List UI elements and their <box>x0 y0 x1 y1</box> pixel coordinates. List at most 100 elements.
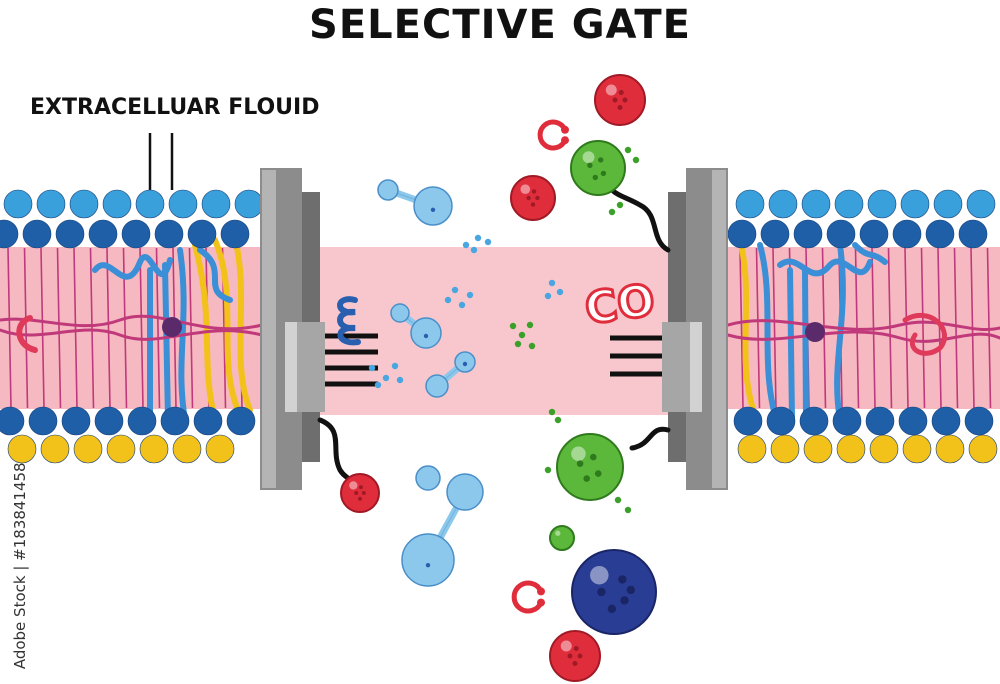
lipid-head-icon <box>28 406 58 436</box>
lipid-head-icon <box>768 189 798 219</box>
lipid-head-icon <box>220 219 250 249</box>
lipid-head-icon <box>226 406 256 436</box>
lipid-tail <box>920 247 926 409</box>
ion-icon <box>544 292 552 300</box>
molecule-icon <box>594 74 646 126</box>
lipid-head-icon <box>865 406 895 436</box>
lipid-head-icon <box>859 219 889 249</box>
lipid-tail <box>755 247 761 409</box>
ion-icon <box>624 506 632 514</box>
ion-icon <box>458 301 466 309</box>
lipid-heads-outer-left <box>3 189 264 219</box>
lipid-tail <box>106 247 111 409</box>
molecule-layer <box>340 74 657 682</box>
lipid-head-icon <box>102 189 132 219</box>
molecule-icon <box>571 549 657 635</box>
lipid-heads-outer-right <box>735 189 996 219</box>
lipid-head-icon <box>766 406 796 436</box>
lipid-head-icon <box>770 434 800 464</box>
lipid-head-icon <box>826 219 856 249</box>
lipid-head-icon <box>898 406 928 436</box>
lipid-head-icon <box>832 406 862 436</box>
ion-icon <box>614 496 622 504</box>
lipid-head-icon <box>900 189 930 219</box>
lipid-heads-lower-yellow-right <box>737 434 998 464</box>
ion-icon <box>548 408 556 416</box>
gate-protein-left <box>260 168 378 490</box>
ion-icon <box>396 376 404 384</box>
lipid-head-icon <box>964 406 994 436</box>
lipid-heads-lower-blue-right <box>733 406 994 436</box>
molecule-icon <box>556 433 624 501</box>
ion-icon <box>554 416 562 424</box>
lipid-head-icon <box>735 189 765 219</box>
ion-icon <box>509 322 517 330</box>
embedded-protein-right <box>726 237 1000 423</box>
ion-icon <box>518 331 526 339</box>
lipid-head-icon <box>892 219 922 249</box>
lipid-head-icon <box>869 434 899 464</box>
lipid-head-icon <box>61 406 91 436</box>
lipid-head-icon <box>172 434 202 464</box>
molecule-icon <box>549 630 601 682</box>
ion-icon <box>368 364 376 372</box>
molecule-icon <box>377 179 453 226</box>
lipid-head-icon <box>799 406 829 436</box>
ion-icon <box>470 246 478 254</box>
ion-icon <box>514 340 522 348</box>
ion-icon <box>484 238 492 246</box>
lipid-head-icon <box>0 406 25 436</box>
page-title: SELECTIVE GATE <box>309 2 691 48</box>
lipid-head-icon <box>73 434 103 464</box>
lipid-head-icon <box>935 434 965 464</box>
lipid-tail <box>89 247 95 409</box>
lipid-head-icon <box>127 406 157 436</box>
embedded-protein-left <box>0 235 264 423</box>
lipid-head-icon <box>121 219 151 249</box>
ion-icon <box>526 321 534 329</box>
molecule-icon <box>570 140 626 196</box>
lipid-head-icon <box>201 189 231 219</box>
gate-protein-right <box>609 168 728 490</box>
lipid-head-icon <box>7 434 37 464</box>
lipid-tail <box>953 247 959 409</box>
ion-icon <box>544 466 552 474</box>
molecule-icon <box>390 303 442 349</box>
co-symbol: CO <box>582 275 658 335</box>
lipid-head-icon <box>902 434 932 464</box>
lipid-heads-inner-left <box>0 219 250 249</box>
molecule-icon <box>415 465 441 491</box>
lipid-head-icon <box>931 406 961 436</box>
molecule-icon <box>401 473 484 587</box>
lipid-heads-inner-right <box>727 219 988 249</box>
lipid-head-icon <box>106 434 136 464</box>
lipid-head-icon <box>135 189 165 219</box>
ion-icon <box>462 241 470 249</box>
lipid-head-icon <box>760 219 790 249</box>
lipid-tail <box>772 247 777 409</box>
lipid-tail <box>40 247 45 409</box>
ion-icon <box>608 208 616 216</box>
lipid-head-icon <box>733 406 763 436</box>
ion-icon <box>528 342 536 350</box>
channel-passage <box>300 247 680 415</box>
ion-icon <box>466 291 474 299</box>
lipid-head-icon <box>867 189 897 219</box>
lipid-tail <box>23 247 29 409</box>
lipid-head-icon <box>834 189 864 219</box>
ion-icon <box>616 201 624 209</box>
lipid-head-icon <box>88 219 118 249</box>
hook-icon <box>537 119 569 151</box>
lipid-head-icon <box>187 219 217 249</box>
lipid-head-icon <box>36 189 66 219</box>
lipid-head-icon <box>193 406 223 436</box>
lipid-head-icon <box>168 189 198 219</box>
lipid-head-icon <box>154 219 184 249</box>
lipid-head-icon <box>69 189 99 219</box>
molecule-icon <box>340 473 380 513</box>
spiral-protein-icon <box>337 296 361 346</box>
ion-icon <box>444 296 452 304</box>
lipid-head-icon <box>160 406 190 436</box>
